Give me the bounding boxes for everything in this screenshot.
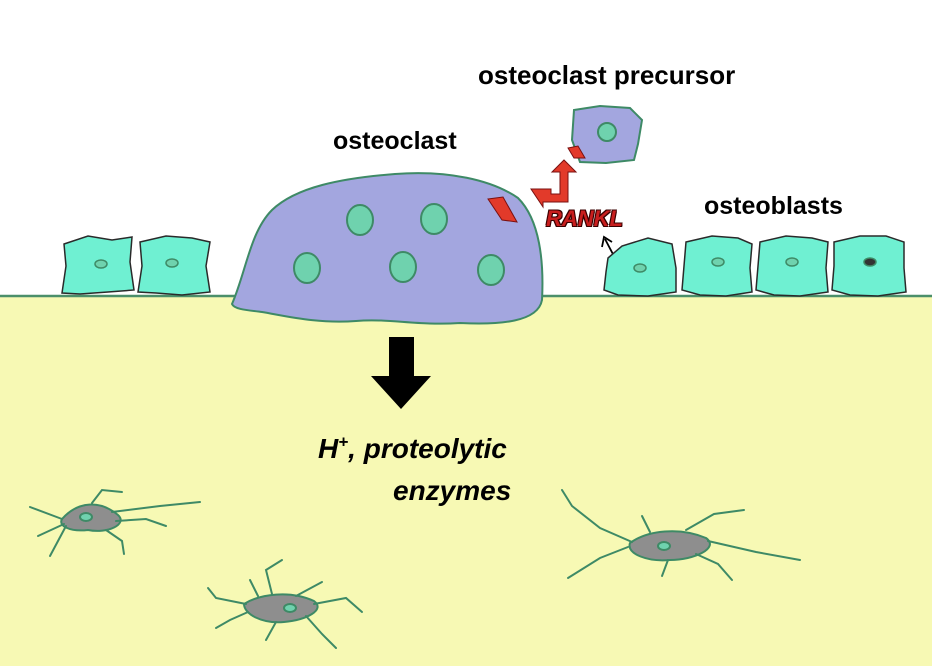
lining-cell [137,235,211,296]
osteoclast-precursor [567,104,644,165]
resorption-products: H+, proteolytic enzymes [318,428,511,512]
osteoclast-nucleus [389,251,417,283]
osteoblast [831,235,907,297]
osteoclast-nucleus [293,252,321,284]
osteoclast-nucleus [346,204,374,236]
osteoclast-label: osteoclast [333,127,457,155]
rank-receptor [567,145,586,159]
lining-cell [61,235,135,295]
bone-matrix [0,296,932,666]
products-line-1-rest: , proteolytic [348,433,507,464]
osteoblast [755,235,829,297]
products-line-1: H+, proteolytic [318,428,511,470]
proton-charge: + [338,432,349,452]
osteoblast [681,235,753,297]
osteoclast-precursor-label: osteoclast precursor [478,60,736,90]
rankl-label: RANKL [546,206,623,231]
osteoblasts-label: osteoblasts [704,192,843,220]
osteocyte [561,489,801,581]
rank-receptor [487,196,518,223]
osteocyte [207,559,363,649]
proton-label: H [318,433,339,464]
osteocyte [29,488,201,557]
osteoblast [603,237,677,297]
osteoclast [230,172,544,325]
arrow-down-icon [371,337,431,409]
osteoclast-nucleus [477,254,505,286]
osteoclast-nucleus [420,203,448,235]
products-line-2: enzymes [393,475,512,506]
arrow-up-icon [530,159,578,209]
